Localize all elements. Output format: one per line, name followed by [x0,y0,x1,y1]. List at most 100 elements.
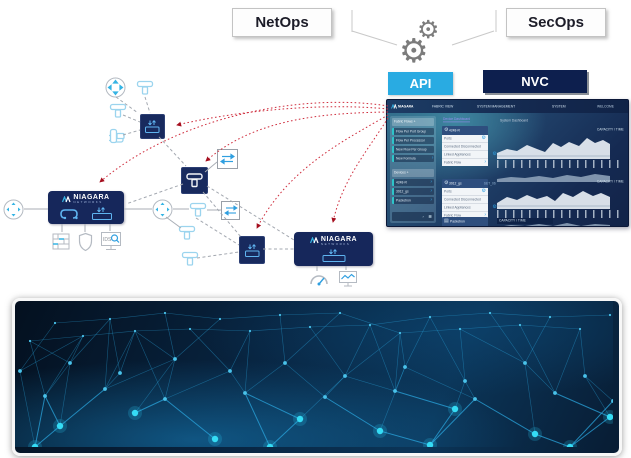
card-row[interactable]: Fabric Flow› [444,212,486,218]
chart-group: CAPACITY / TIME [497,127,624,182]
api-box: API [388,72,453,95]
card-row[interactable]: Connected Disconnected [442,196,488,204]
sidebar-item[interactable]: Flow Per Port Group› [392,128,452,135]
gear-icon: ⚙ [444,127,449,133]
tap-icon [109,128,125,144]
sidebar-item[interactable]: Flow Per Processor› [392,137,450,144]
router-icon [152,199,173,220]
port-ticks [497,210,624,218]
device-card-body: Ports⚙ Connected Disconnected Linked App… [442,135,497,166]
sidebar-item[interactable]: New Formula› [392,155,434,162]
nav-item[interactable]: SYSTEM [552,104,566,109]
device-card: ⚙ 3912_gs SET_06 Ports⚙ Connected Discon… [442,179,497,219]
tab-system-dashboard[interactable]: System Dashboard [500,119,529,123]
dashboard-tabs: Device Dashboard System Dashboard [443,116,551,124]
network-mesh-image [12,298,622,456]
sidebar-item[interactable]: Packetron› [392,197,434,204]
niagara-mark-icon [62,195,71,202]
device-icon [244,243,259,257]
niagara-appliance-right: NIAGARA NETWORKS [294,232,373,266]
dashboard-navbar: NIAGARA FABRIC VIEW SYSTEM MANAGEMENT SY… [387,100,628,113]
device-icon [145,120,160,133]
device-icon [91,207,112,220]
switch-arrows-icon [223,205,238,216]
tap-icon [136,80,154,95]
card-row[interactable]: Linked Appliances⚙ [442,204,497,212]
tap-box [181,167,208,194]
card-row[interactable]: Fabric Flow› [444,159,486,165]
dashboard-sidebar: Fabric Flows + Flow Per Port Group› Flow… [390,116,453,223]
bypass-icon [59,208,78,219]
search-icon: ⌕ [422,214,425,219]
niagara-sub: NETWORKS [73,200,103,204]
netops-box: NetOps [232,8,332,37]
gauge-icon [310,275,328,286]
nvc-label: NVC [521,74,549,89]
firewall-icon [52,233,70,250]
gear-icon-small: ⚙ [417,16,440,44]
sidebar-item[interactable]: 3912_gs› [392,188,434,195]
sidebar-item[interactable]: New Flow Per Group› [392,146,453,153]
card-row[interactable]: Ports⚙ [442,188,488,196]
device-card-header[interactable]: ▤ Packetron [442,217,488,226]
gear-icon: ⚙ [444,180,449,186]
card-row[interactable]: Linked Appliances⚙ [442,151,497,159]
packet-broker-box [140,114,165,139]
card-badge: SET_06 [483,181,496,186]
switch-arrows-icon [220,153,235,165]
sidebar-search-bar[interactable]: ⌕ ▦ [392,212,434,221]
nav-item[interactable]: SYSTEM MANAGEMENT [476,104,515,109]
niagara-mark-icon [309,237,319,244]
device-card-header[interactable]: ⚙ 3912_gs SET_06 [442,179,496,188]
shield-icon [78,232,93,252]
port-ticks [497,160,624,168]
tab-device-dashboard[interactable]: Device Dashboard [443,117,471,123]
niagara-appliance-left: NIAGARA NETWORKS [48,191,124,224]
tap-icon [109,103,127,118]
dashboard-body: Fabric Flows + Flow Per Port Group› Flow… [387,113,628,226]
device-card-body: Ports⚙ Connected Disconnected Linked App… [442,188,497,219]
plexus-graphic [15,301,613,447]
device-card-header[interactable]: ⚙ 4248-R [442,126,488,135]
management-dashboard: NIAGARA FABRIC VIEW SYSTEM MANAGEMENT SY… [386,99,629,227]
capacity-area-chart [497,138,610,159]
tap-icon [189,202,207,217]
dashboard-logo: NIAGARA [391,104,426,110]
sidebar-section-devices[interactable]: Devices + [392,169,434,177]
device-card: ▤ Packetron [442,217,488,226]
chart-label: CAPACITY / TIME [597,180,624,184]
niagara-mark-icon [391,104,397,109]
netops-label: NetOps [255,14,309,31]
secops-label: SecOps [528,14,584,31]
chart-monitor-icon [339,271,357,287]
secondary-area-chart [497,174,610,182]
capacity-area-chart [497,191,610,209]
switch-box [221,201,240,220]
tap-icon [178,225,196,240]
grid-icon: ▦ [428,214,432,219]
capacity-strip: CAPACITY / TIME [497,218,553,224]
device-card: ⚙ 4248-R Ports⚙ Connected Disconnected L… [442,126,497,166]
secops-box: SecOps [506,8,606,37]
api-label: API [409,76,432,91]
sidebar-section-fabric-flows[interactable]: Fabric Flows + [392,118,434,126]
ids-label: IDS [103,237,112,243]
card-row[interactable]: Ports⚙ [442,135,488,143]
packet-broker-box [239,236,265,264]
nav-item[interactable]: FABRIC VIEW [432,104,454,109]
niagara-sub: NETWORKS [320,241,351,246]
niagara-logo: NIAGARA NETWORKS [62,194,109,204]
card-row[interactable]: Connected Disconnected [442,143,488,151]
switch-box [217,149,238,169]
tap-white-icon [186,173,203,188]
nav-welcome[interactable]: WELCOME [596,104,614,109]
sidebar-item[interactable]: 4248-R› [392,179,434,186]
router-icon [3,199,24,220]
chart-group: CAPACITY / TIME [497,179,624,226]
niagara-logo: NIAGARA NETWORKS [309,236,357,246]
nvc-box: NVC [483,70,587,93]
device-icon [322,248,345,262]
chart-icon: ▤ [444,218,449,224]
chart-label: CAPACITY / TIME [597,128,624,132]
